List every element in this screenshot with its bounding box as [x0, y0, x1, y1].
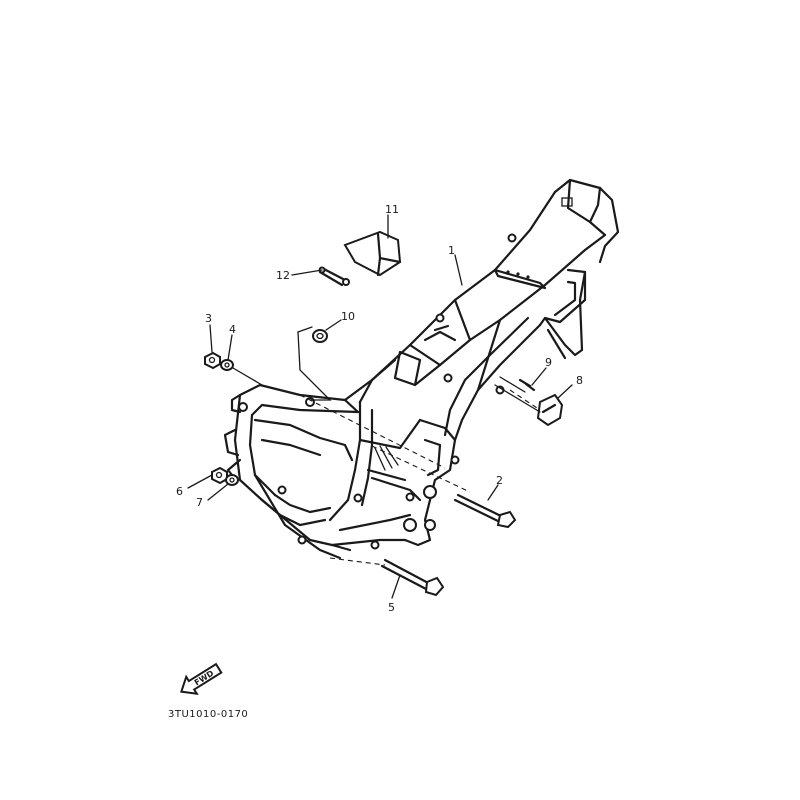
- seat-pad-part: [343, 230, 402, 277]
- side-bracket-part: [494, 376, 564, 427]
- callout-8: 8: [576, 374, 583, 387]
- callout-10: 10: [341, 310, 355, 323]
- diagram-code: 3TU1010-0170: [168, 709, 248, 720]
- main-frame: [223, 178, 620, 566]
- callout-1: 1: [448, 244, 455, 257]
- grommet-part: [297, 326, 332, 401]
- nut-washer-lower: [211, 466, 239, 486]
- screw-part: [518, 378, 536, 392]
- callout-9: 9: [545, 356, 552, 369]
- callout-12: 12: [276, 269, 290, 282]
- callout-labels: 1 2 3 4 5 6 7 8 9 10 11 12: [176, 203, 583, 614]
- leader-lines: [187, 214, 573, 599]
- callout-3: 3: [205, 312, 212, 325]
- nut-washer-upper: [204, 351, 263, 386]
- callout-5: 5: [388, 601, 395, 614]
- callout-6: 6: [176, 485, 183, 498]
- callout-11: 11: [385, 203, 399, 216]
- forward-arrow-icon: FWD: [180, 662, 223, 696]
- pivot-bolt-upper: [453, 493, 517, 529]
- clip-part: [318, 266, 350, 287]
- callout-2: 2: [496, 474, 503, 487]
- pivot-bolt-lower: [380, 558, 445, 597]
- callout-4: 4: [229, 323, 236, 336]
- callout-7: 7: [196, 496, 203, 509]
